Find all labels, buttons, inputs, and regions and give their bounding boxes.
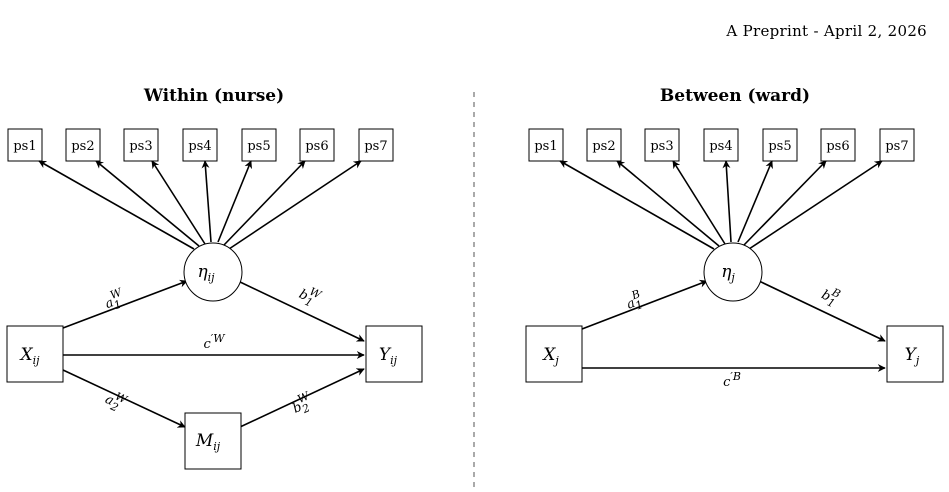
between-indicator-ps5: ps5 [762,128,798,162]
loading-arrow [559,160,715,250]
x-subscript: ij [33,354,41,367]
indicator-label: ps3 [650,139,673,154]
x-symbol: X [18,345,33,365]
path-label-a1: a1W [101,285,129,315]
loading-arrow [737,160,773,243]
loading-arrow [228,160,362,250]
svg-text:Xij: Xij [18,345,40,367]
loading-arrow [95,160,200,247]
within-indicator-ps5: ps5 [241,128,277,162]
indicator-label: ps4 [188,139,211,154]
within-x-node: Xij [6,325,64,383]
within-loadings [38,160,362,250]
path-b2-arrow [239,368,365,428]
within-indicator-ps6: ps6 [299,128,335,162]
svg-text:c′B: c′B [723,370,741,390]
svg-text:Yj: Yj [905,345,920,367]
loading-arrow [722,160,732,243]
between-indicator-ps3: ps3 [644,128,680,162]
between-indicator-ps7: ps7 [879,128,915,162]
indicator-label: ps5 [768,139,791,154]
svg-text:b1B: b1B [818,282,843,311]
running-head: A Preprint - April 2, 2026 [726,22,927,40]
loading-arrow [151,160,206,245]
indicator-label: ps1 [13,139,36,154]
within-y-node: Yij [365,325,423,383]
between-indicator-ps1: ps1 [528,128,564,162]
latent-symbol: η [197,262,208,282]
within-indicator-ps7: ps7 [358,128,394,162]
path-a2-arrow [62,369,186,428]
svg-text:b1W: b1W [295,281,324,312]
path-label-a2: a2W [101,387,131,418]
indicator-label: ps6 [305,139,328,154]
x-symbol: X [541,345,556,365]
between-x-node: Xj [525,325,583,383]
path-label-a1: a1B [623,287,646,315]
svg-text:Yij: Yij [379,345,398,367]
between-indicator-ps2: ps2 [586,128,622,162]
indicator-label: ps7 [885,139,908,154]
between-latent-node: ηj [703,242,763,302]
indicator-label: ps3 [129,139,152,154]
x-subscript: j [552,354,559,367]
between-loadings [559,160,883,250]
within-indicator-ps1: ps1 [7,128,43,162]
latent-subscript: j [728,271,735,284]
within-indicator-ps3: ps3 [123,128,159,162]
indicator-label: ps5 [247,139,270,154]
loading-arrow [748,160,883,250]
svg-text:a1B: a1B [623,287,646,315]
m-symbol: M [195,431,214,451]
path-b1-arrow [758,280,886,342]
loading-arrow [743,160,827,246]
indicator-label: ps6 [826,139,849,154]
path-label-b1: b1W [295,281,324,312]
svg-text:ηj: ηj [721,262,735,284]
y-subscript: j [913,354,920,367]
path-a1-arrow [581,279,708,330]
indicator-label: ps2 [71,139,94,154]
y-symbol: Y [905,345,918,365]
within-indicator-ps4: ps4 [182,128,218,162]
path-label-c: c′B [723,370,741,390]
svg-text:a1W: a1W [101,285,129,315]
within-title: Within (nurse) [143,86,284,106]
loading-arrow [223,160,306,246]
indicator-label: ps2 [592,139,615,154]
between-y-node: Yj [886,325,944,383]
path-a1-arrow [62,279,188,329]
svg-text:a2W: a2W [101,387,130,418]
loading-arrow [616,160,720,247]
within-m-node: Mij [184,412,242,470]
between-indicator-ps4: ps4 [703,128,739,162]
loading-arrow [38,160,195,250]
loading-arrow [217,160,252,243]
between-panel: Between (ward) ps1 ps2 ps3 ps4 ps5 ps6 p… [525,86,944,390]
within-latent-node: ηij [183,242,243,302]
between-indicator-ps6: ps6 [820,128,856,162]
path-label-b1: b1B [818,282,843,311]
y-symbol: Y [379,345,392,365]
svg-text:Mij: Mij [195,431,221,453]
indicator-label: ps1 [534,139,557,154]
svg-text:Xj: Xj [541,345,559,367]
loading-arrow [672,160,726,245]
path-b1-arrow [237,280,365,342]
within-panel: Within (nurse) ps1 ps2 ps3 ps4 ps5 ps6 [6,86,423,470]
svg-text:c′W: c′W [203,332,226,352]
loading-arrow [201,160,212,243]
indicator-label: ps4 [709,139,732,154]
svg-text:ηij: ηij [197,262,215,284]
between-title: Between (ward) [660,86,810,106]
indicator-label: ps7 [364,139,387,154]
y-subscript: ij [390,354,398,367]
path-label-c: c′W [203,332,226,352]
within-indicator-ps2: ps2 [65,128,101,162]
m-subscript: ij [213,440,221,453]
latent-symbol: η [721,262,732,282]
latent-subscript: ij [208,271,216,284]
